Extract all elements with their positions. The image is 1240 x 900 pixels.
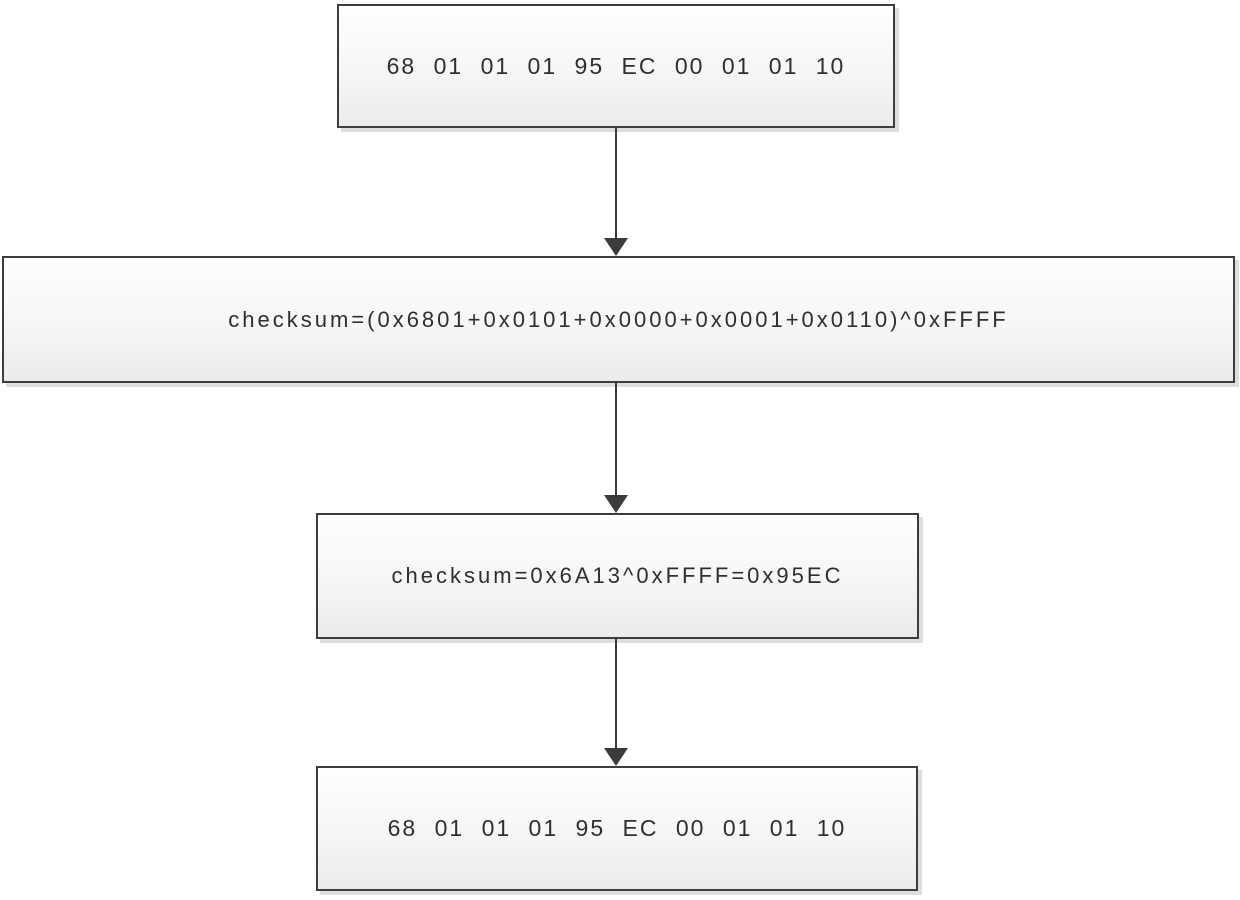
node-packet-output-label: 68 01 01 01 95 EC 00 01 01 10	[387, 815, 847, 841]
arrow-line	[615, 639, 617, 748]
node-checksum-result: checksum=0x6A13^0xFFFF=0x95EC	[316, 513, 919, 639]
node-packet-output: 68 01 01 01 95 EC 00 01 01 10	[316, 766, 918, 891]
node-checksum-formula-label: checksum=(0x6801+0x0101+0x0000+0x0001+0x…	[228, 306, 1009, 332]
node-packet-input-label: 68 01 01 01 95 EC 00 01 01 10	[386, 52, 846, 79]
arrow-down-icon	[604, 238, 628, 256]
flow-arrow-3	[603, 639, 629, 766]
node-checksum-formula: checksum=(0x6801+0x0101+0x0000+0x0001+0x…	[2, 256, 1235, 383]
flow-arrow-2	[603, 383, 629, 513]
node-packet-input: 68 01 01 01 95 EC 00 01 01 10	[337, 4, 895, 128]
flow-arrow-1	[603, 128, 629, 256]
arrow-down-icon	[604, 495, 628, 513]
arrow-line	[615, 383, 617, 495]
arrow-down-icon	[604, 748, 628, 766]
node-checksum-result-label: checksum=0x6A13^0xFFFF=0x95EC	[391, 563, 844, 588]
arrow-line	[615, 128, 617, 238]
